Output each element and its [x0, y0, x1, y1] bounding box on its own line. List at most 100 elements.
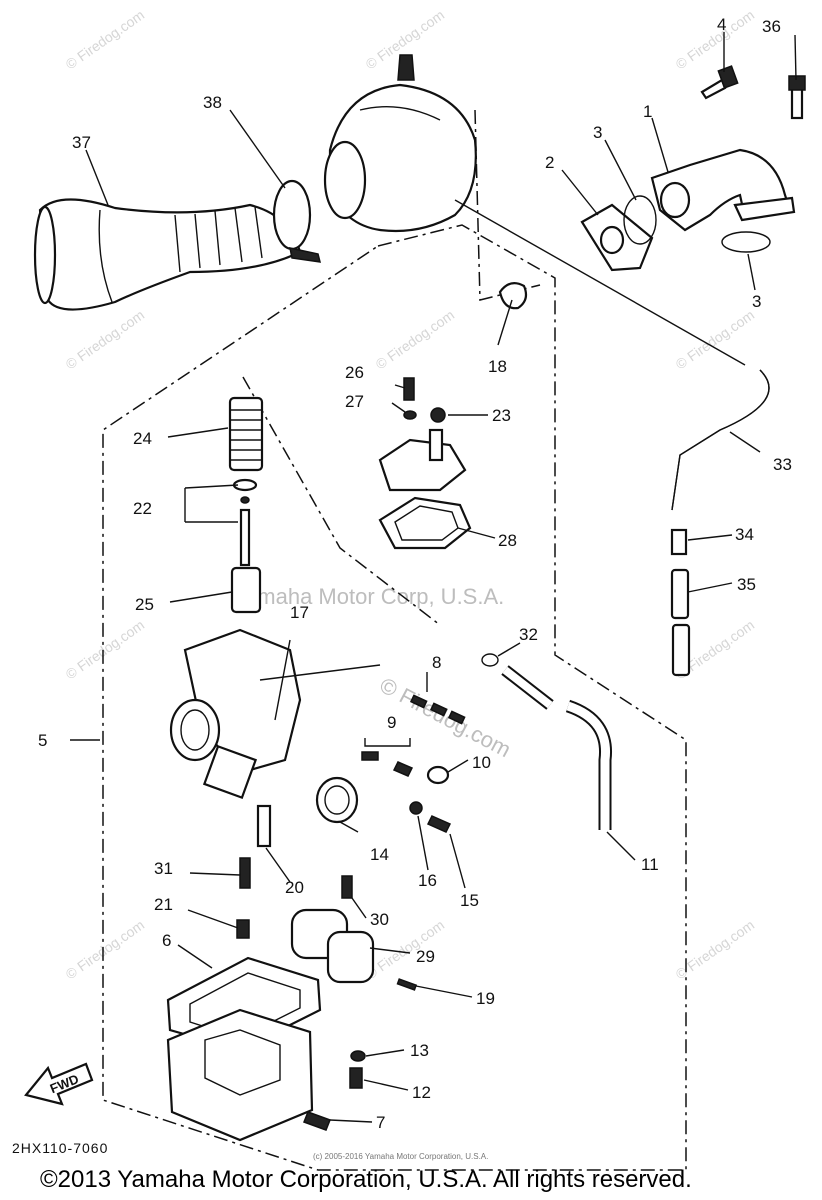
watermark: © Firedog.com — [63, 307, 148, 373]
o-ring-3-upper — [623, 195, 657, 245]
gasket-28 — [378, 496, 472, 550]
callout-3-lower: 3 — [752, 292, 761, 311]
callout-8: 8 — [432, 653, 441, 672]
nut-23 — [430, 407, 446, 423]
fitting-34 — [670, 528, 688, 556]
center-watermark-site: © Firedog.com — [376, 672, 515, 762]
watermark: © Firedog.com — [63, 617, 148, 683]
spring-24 — [228, 396, 264, 472]
callout-12: 12 — [412, 1083, 431, 1102]
callout-27: 27 — [345, 392, 364, 411]
callout-5: 5 — [38, 731, 47, 750]
assembly-boundary — [102, 109, 687, 1171]
callout-32: 32 — [519, 625, 538, 644]
plug-10 — [426, 765, 450, 785]
callout-19: 19 — [476, 989, 495, 1008]
callout-17: 17 — [290, 603, 309, 622]
carburetor-body-5 — [169, 628, 381, 800]
jet-31 — [239, 857, 251, 889]
callout-labels: 37 38 2 3 1 4 36 3 18 26 27 23 33 24 22 … — [38, 15, 792, 1132]
o-ring-3-lower — [721, 231, 771, 253]
ring-16 — [409, 801, 423, 815]
callout-26: 26 — [345, 363, 364, 382]
hose-35 — [670, 568, 691, 677]
copyright-notice: ©2013 Yamaha Motor Corporation, U.S.A. A… — [40, 1166, 692, 1193]
callout-33: 33 — [773, 455, 792, 474]
watermark: © Firedog.com — [673, 307, 758, 373]
intake-manifold-1 — [650, 148, 796, 232]
callout-14: 14 — [370, 845, 389, 864]
jet-20 — [256, 804, 272, 848]
cap-14 — [315, 776, 359, 824]
hose-clamp-38 — [272, 179, 321, 263]
callout-28: 28 — [498, 531, 517, 550]
callout-18: 18 — [488, 357, 507, 376]
gasket-2 — [580, 203, 654, 272]
jet-21 — [236, 919, 250, 939]
drain-screw-7 — [303, 1111, 331, 1131]
fwd-arrow-icon: FWD — [24, 1062, 94, 1106]
callout-16: 16 — [418, 871, 437, 890]
callout-1: 1 — [643, 102, 652, 121]
callout-13: 13 — [410, 1041, 429, 1060]
callout-6: 6 — [162, 931, 171, 950]
gasket-18 — [498, 281, 528, 310]
callout-36: 36 — [762, 17, 781, 36]
float-29 — [290, 908, 375, 984]
small-copyright: (c) 2005-2016 Yamaha Motor Corporation, … — [313, 1152, 489, 1161]
watermark: © Firedog.com — [673, 7, 758, 73]
callout-30: 30 — [370, 910, 389, 929]
boundary-inner — [242, 376, 441, 626]
part-17 — [274, 639, 291, 721]
washer-27 — [403, 410, 417, 420]
watermark: © Firedog.com — [673, 917, 758, 983]
callout-9: 9 — [387, 713, 396, 732]
callout-4: 4 — [717, 15, 726, 34]
callout-34: 34 — [735, 525, 754, 544]
callout-20: 20 — [285, 878, 304, 897]
callout-3-upper: 3 — [593, 123, 602, 142]
screw-15 — [426, 815, 452, 833]
pin-19 — [396, 978, 418, 991]
boundary-outline — [102, 224, 687, 1171]
callout-23: 23 — [492, 406, 511, 425]
callout-29: 29 — [416, 947, 435, 966]
clip-22 — [232, 478, 258, 567]
screw-26 — [403, 377, 415, 401]
callout-22: 22 — [133, 499, 152, 518]
callout-10: 10 — [472, 753, 491, 772]
hose-11 — [501, 665, 613, 830]
clamp-32 — [481, 653, 499, 667]
callout-21: 21 — [154, 895, 173, 914]
air-box — [323, 54, 477, 233]
boundary-top — [474, 109, 541, 301]
watermark: © Firedog.com — [63, 7, 148, 73]
center-watermark: Yamaha Motor Corp, U.S.A. — [232, 584, 504, 609]
float-bowl — [166, 1008, 314, 1142]
bolt-36 — [788, 75, 806, 120]
watermark: © Firedog.com — [63, 917, 148, 983]
watermark: © Firedog.com — [373, 307, 458, 373]
diagram-code: 2HX110-7060 — [12, 1140, 109, 1156]
callout-2: 2 — [545, 153, 554, 172]
washer-13 — [350, 1050, 366, 1062]
callout-37: 37 — [72, 133, 91, 152]
leader-lines — [70, 32, 797, 1123]
hose-33 — [454, 199, 770, 511]
callout-25: 25 — [135, 595, 154, 614]
callout-11: 11 — [641, 855, 659, 874]
bolt-4 — [700, 65, 739, 100]
throttle-slide-25 — [230, 566, 262, 614]
callout-7: 7 — [376, 1113, 385, 1132]
callout-38: 38 — [203, 93, 222, 112]
callout-24: 24 — [133, 429, 152, 448]
intake-duct-37 — [33, 198, 302, 311]
callout-35: 35 — [737, 575, 756, 594]
callout-31: 31 — [154, 859, 173, 878]
screws-9 — [361, 738, 414, 777]
screw-12 — [349, 1067, 363, 1089]
screws-8 — [409, 694, 466, 725]
needle-30 — [341, 875, 353, 899]
top-cover — [378, 428, 467, 492]
